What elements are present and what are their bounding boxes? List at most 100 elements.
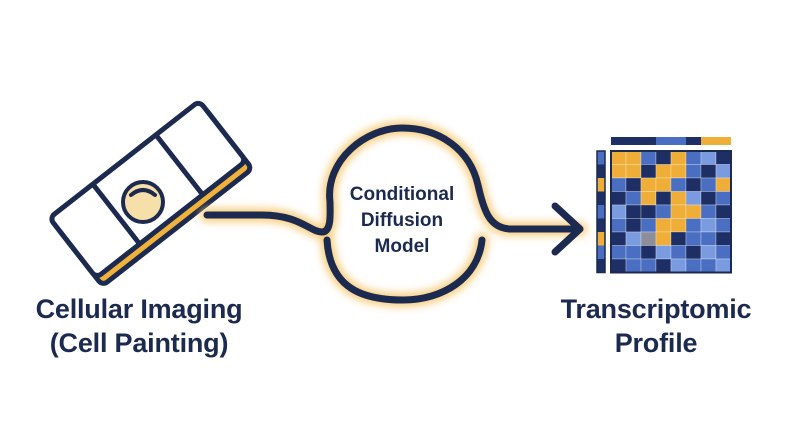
heatmap-cell — [610, 164, 627, 179]
heatmap-cell — [610, 150, 627, 165]
heatmap-cell — [670, 258, 687, 273]
heatmap-side-bar-cell — [597, 205, 605, 219]
heatmap-cell — [625, 245, 642, 260]
heatmap-cell — [715, 204, 732, 219]
heatmap-cell — [655, 150, 672, 165]
heatmap-cell — [685, 150, 702, 165]
heatmap-cell — [685, 258, 702, 273]
heatmap-cell — [655, 164, 672, 179]
heatmap-cell — [685, 204, 702, 219]
heatmap-cell — [610, 231, 627, 246]
heatmap-cell — [685, 191, 702, 206]
heatmap-cell — [655, 191, 672, 206]
heatmap-top-bar-cell — [641, 137, 656, 145]
heatmap-cell — [715, 231, 732, 246]
heatmap-cell — [715, 177, 732, 192]
heatmap-icon — [596, 137, 732, 274]
heatmap-cell — [670, 204, 687, 219]
heatmap-top-bar-cell — [716, 137, 731, 145]
heatmap-cell — [670, 150, 687, 165]
heatmap-cell — [655, 231, 672, 246]
heatmap-cell — [685, 164, 702, 179]
heatmap-cell — [670, 164, 687, 179]
heatmap-side-bar-cell — [597, 151, 605, 165]
heatmap-cell — [640, 204, 657, 219]
heatmap-cell — [715, 150, 732, 165]
heatmap-cell — [655, 218, 672, 233]
heatmap-cell — [715, 164, 732, 179]
heatmap-cell — [640, 245, 657, 260]
heatmap-cell — [670, 231, 687, 246]
heatmap-top-bar-cell — [656, 137, 671, 145]
heatmap-top-bar-cell — [626, 137, 641, 145]
heatmap-cell — [700, 231, 717, 246]
heatmap-cell — [610, 245, 627, 260]
arrow-head-icon — [551, 202, 584, 256]
heatmap-cell — [670, 177, 687, 192]
heatmap-cell — [625, 177, 642, 192]
heatmap-cell — [685, 218, 702, 233]
heatmap-cell — [700, 218, 717, 233]
heatmap-cell — [640, 258, 657, 273]
heatmap-cell — [625, 191, 642, 206]
heatmap-cell — [625, 204, 642, 219]
output-label-line1: Transcriptomic — [560, 294, 752, 324]
input-label: Cellular Imaging (Cell Painting) — [0, 292, 278, 360]
heatmap-cell — [640, 231, 657, 246]
heatmap-cell — [700, 164, 717, 179]
heatmap-cell — [655, 245, 672, 260]
heatmap-cell — [610, 204, 627, 219]
heatmap-top-bar-cell — [686, 137, 701, 145]
heatmap-side-bar-cell — [597, 178, 605, 192]
heatmap-cell — [640, 150, 657, 165]
input-label-line2: (Cell Painting) — [49, 328, 229, 358]
heatmap-side-bar-cell — [597, 191, 605, 205]
heatmap-side-bar-cell — [597, 232, 605, 246]
flow-line — [203, 124, 582, 236]
heatmap-top-bar-cell — [611, 137, 626, 145]
input-label-line1: Cellular Imaging — [35, 294, 243, 324]
model-label: Conditional Diffusion Model — [320, 182, 484, 260]
heatmap-cell — [700, 177, 717, 192]
heatmap-cell — [625, 150, 642, 165]
heatmap-cell — [610, 191, 627, 206]
model-label-line3: Model — [374, 236, 430, 257]
output-label-line2: Profile — [614, 328, 698, 358]
heatmap-cell — [610, 177, 627, 192]
slide-icon — [49, 100, 253, 286]
heatmap-cell — [685, 245, 702, 260]
output-label: Transcriptomic Profile — [530, 292, 782, 360]
heatmap-cell — [700, 245, 717, 260]
heatmap-cell — [640, 218, 657, 233]
heatmap-side-bar-outline — [596, 150, 606, 274]
heatmap-cell — [640, 191, 657, 206]
cell-icon — [121, 180, 165, 224]
heatmap-cell — [625, 258, 642, 273]
heatmap-cell — [715, 218, 732, 233]
heatmap-cell — [670, 245, 687, 260]
heatmap-cell — [670, 218, 687, 233]
heatmap-top-bar-cell — [701, 137, 716, 145]
heatmap-cell — [610, 218, 627, 233]
heatmap-outline — [610, 150, 732, 274]
heatmap-cell — [700, 204, 717, 219]
heatmap-cell — [625, 231, 642, 246]
heatmap-cell — [685, 177, 702, 192]
heatmap-cell — [625, 164, 642, 179]
heatmap-cell — [715, 191, 732, 206]
heatmap-top-bar-cell — [671, 137, 686, 145]
heatmap-cell — [715, 245, 732, 260]
heatmap-cell — [685, 231, 702, 246]
heatmap-cell — [670, 191, 687, 206]
loop-lower-arc — [323, 236, 486, 304]
heatmap-cell — [655, 258, 672, 273]
heatmap-cell — [655, 177, 672, 192]
heatmap-side-bar-cell — [597, 218, 605, 232]
heatmap-cell — [715, 258, 732, 273]
heatmap-cell — [700, 191, 717, 206]
loop-icon — [200, 120, 587, 308]
heatmap-cell — [700, 258, 717, 273]
heatmap-side-bar-cell — [597, 164, 605, 178]
